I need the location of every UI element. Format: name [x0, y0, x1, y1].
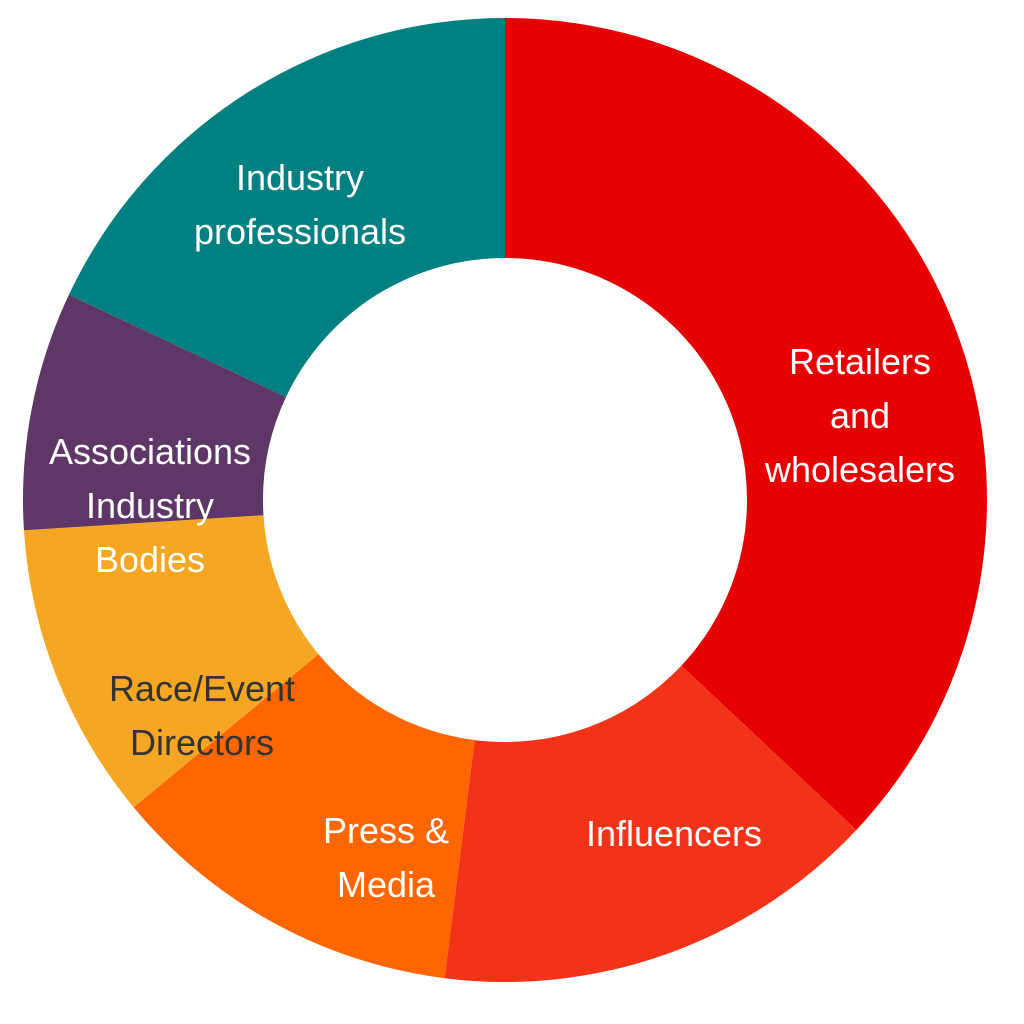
- slice-4: [22, 294, 287, 531]
- slice-label-0-line-1: and: [830, 395, 890, 436]
- slice-label-2: Press & Media: [323, 810, 449, 905]
- slice-label-4-line-2: Bodies: [95, 539, 205, 580]
- slice-2: [133, 654, 475, 979]
- slice-label-5-line-1: professionals: [194, 211, 406, 252]
- slice-label-2-line-1: Media: [337, 864, 436, 905]
- slice-label-0: Retailers and wholesalers: [764, 341, 955, 490]
- slice-label-3-line-1: Directors: [130, 722, 274, 763]
- slice-label-5-line-0: Industry: [236, 157, 364, 198]
- slice-label-1-line-0: Influencers: [586, 813, 762, 854]
- slice-label-4-line-1: Industry: [86, 485, 214, 526]
- slice-0: [505, 18, 988, 830]
- slice-1: [444, 665, 857, 982]
- slice-label-5: Industry professionals: [194, 157, 406, 252]
- slice-label-1: Influencers: [586, 813, 762, 854]
- slices-layer: [22, 18, 988, 982]
- slice-label-2-line-0: Press &: [323, 810, 449, 851]
- slice-label-0-line-0: Retailers: [789, 341, 931, 382]
- slice-3: [23, 515, 319, 808]
- slice-label-0-line-2: wholesalers: [764, 449, 955, 490]
- slice-5: [68, 18, 506, 397]
- slice-label-3-line-0: Race/Event: [109, 668, 295, 709]
- slice-label-4-line-0: Associations: [49, 431, 251, 472]
